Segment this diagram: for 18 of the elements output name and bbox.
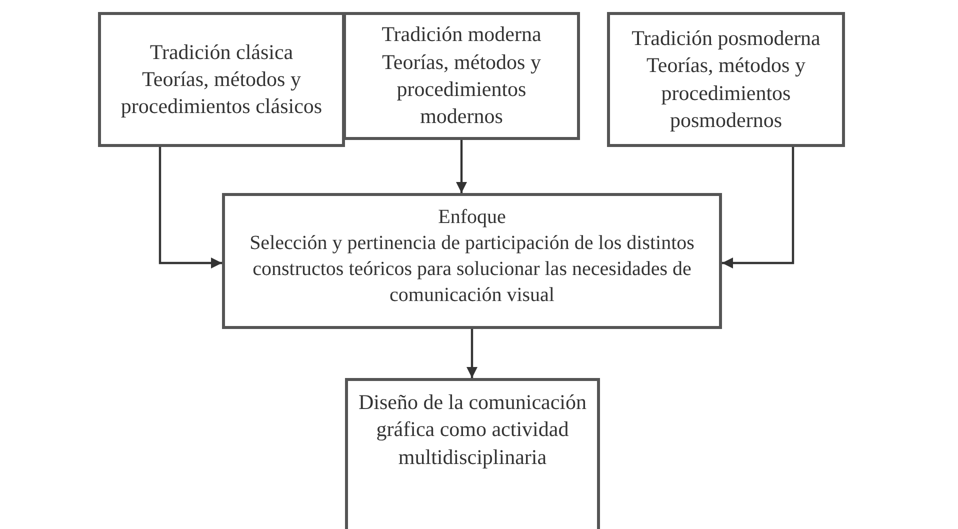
box-text: Teorías, métodos y procedimientos posmodernos [646,52,806,134]
process-box [343,12,580,140]
box-heading: Tradición moderna [382,21,542,48]
box-text: Selección y pertinencia de participación de los distintos constructos teóricos para solucionar las necesidades de comunicación visual [248,231,696,308]
box-heading: Tradición posmoderna [632,24,820,52]
process-box [222,193,722,329]
arrow [466,329,478,378]
box-heading: Tradición clásica [150,38,294,66]
process-box [98,12,345,147]
box-heading: Enfoque [438,205,506,230]
arrow [722,147,794,268]
box-text: Teorías, métodos y procedimientos clásicos [120,66,324,120]
process-box [345,378,600,529]
box-text: Teorías, métodos y procedimientos modernos [381,48,542,130]
box-text: Diseño de la comunicación gráfica como actividad multidisciplinaria [358,389,587,471]
arrow [456,140,467,193]
process-box [607,12,845,147]
arrow [158,147,222,268]
